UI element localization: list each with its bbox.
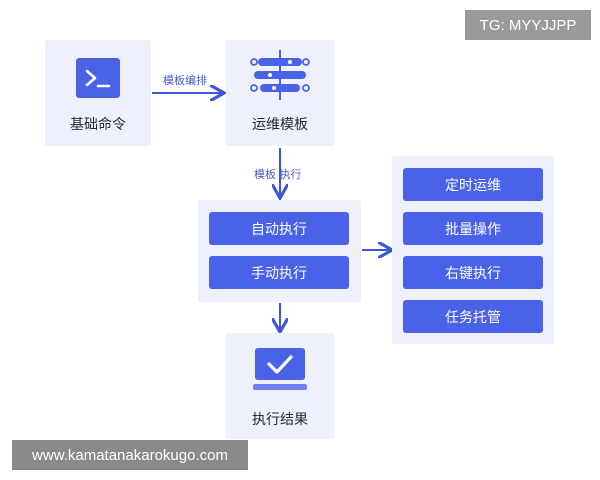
site-url-badge: www.kamatanakarokugo.com xyxy=(12,440,248,470)
node-ops-template-label: 运维模板 xyxy=(252,117,308,133)
feature-right-click-exec: 右键执行 xyxy=(403,256,543,289)
node-ops-template: 运维模板 xyxy=(226,40,334,146)
node-basic-command-label: 基础命令 xyxy=(70,117,126,133)
terminal-icon xyxy=(76,58,120,98)
feature-batch-ops: 批量操作 xyxy=(403,212,543,245)
pipeline-icon xyxy=(250,50,310,100)
feature-task-hosting: 任务托管 xyxy=(403,300,543,333)
exec-mode-manual: 手动执行 xyxy=(209,256,349,289)
exec-mode-auto: 自动执行 xyxy=(209,212,349,245)
edge-label-template-edit: 模板编排 xyxy=(163,74,207,87)
node-exec-result-label: 执行结果 xyxy=(252,412,308,428)
node-exec-result: 执行结果 xyxy=(226,333,334,439)
edge-label-template-exec: 模板 执行 xyxy=(254,168,302,181)
monitor-check-icon xyxy=(253,348,307,390)
feature-scheduled-ops: 定时运维 xyxy=(403,168,543,201)
watermark-badge: TG: MYYJJPP xyxy=(465,10,591,40)
node-basic-command: 基础命令 xyxy=(45,40,151,146)
